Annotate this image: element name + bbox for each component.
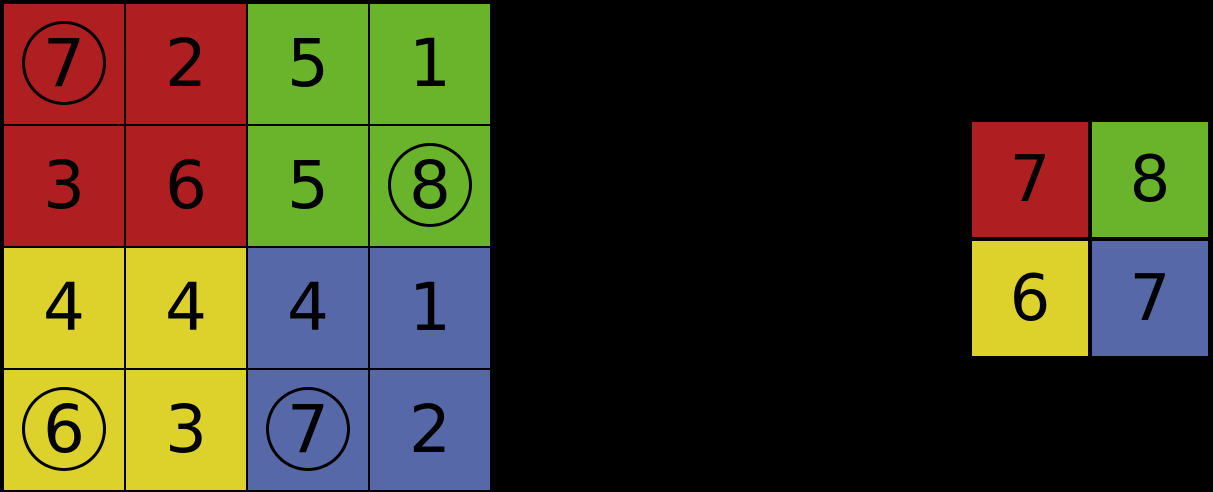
grid-cell[interactable]: 3 xyxy=(125,369,247,491)
cell-value: 4 xyxy=(43,269,85,346)
grid-cell[interactable]: 7 xyxy=(1090,239,1210,358)
cell-value: 1 xyxy=(409,25,451,102)
cell-value: 5 xyxy=(287,25,329,102)
target-grid[interactable]: 7 8 6 7 xyxy=(970,120,1213,360)
grid-cell[interactable]: 7 xyxy=(970,120,1090,239)
grid-cell[interactable]: 6 xyxy=(970,239,1090,358)
grid-cell[interactable]: 5 xyxy=(247,125,369,247)
main-grid[interactable]: 7 2 5 1 3 6 5 8 4 4 4 1 6 3 7 2 xyxy=(0,0,491,492)
grid-cell[interactable]: 4 xyxy=(247,247,369,369)
cell-value: 5 xyxy=(287,147,329,224)
cell-value: 1 xyxy=(409,269,451,346)
grid-cell[interactable]: 3 xyxy=(3,125,125,247)
grid-cell[interactable]: 6 xyxy=(125,125,247,247)
grid-cell[interactable]: 8 xyxy=(369,125,491,247)
cell-value: 3 xyxy=(165,391,207,468)
grid-cell[interactable]: 4 xyxy=(125,247,247,369)
cell-value: 2 xyxy=(409,391,451,468)
cell-value: 3 xyxy=(43,147,85,224)
cell-value: 4 xyxy=(287,269,329,346)
cell-value: 8 xyxy=(409,147,451,224)
cell-value: 7 xyxy=(287,391,329,468)
grid-cell[interactable]: 6 xyxy=(3,369,125,491)
cell-value: 7 xyxy=(1009,142,1051,217)
grid-cell[interactable]: 2 xyxy=(125,3,247,125)
cell-value: 7 xyxy=(43,25,85,102)
grid-cell[interactable]: 4 xyxy=(3,247,125,369)
grid-cell[interactable]: 7 xyxy=(247,369,369,491)
grid-cell[interactable]: 2 xyxy=(369,369,491,491)
grid-cell[interactable]: 1 xyxy=(369,247,491,369)
cell-value: 6 xyxy=(1009,261,1051,336)
cell-value: 6 xyxy=(43,391,85,468)
grid-cell[interactable]: 8 xyxy=(1090,120,1210,239)
cell-value: 6 xyxy=(165,147,207,224)
cell-value: 4 xyxy=(165,269,207,346)
cell-value: 7 xyxy=(1129,261,1171,336)
cell-value: 2 xyxy=(165,25,207,102)
grid-cell[interactable]: 5 xyxy=(247,3,369,125)
grid-cell[interactable]: 7 xyxy=(3,3,125,125)
cell-value: 8 xyxy=(1129,142,1171,217)
grid-cell[interactable]: 1 xyxy=(369,3,491,125)
